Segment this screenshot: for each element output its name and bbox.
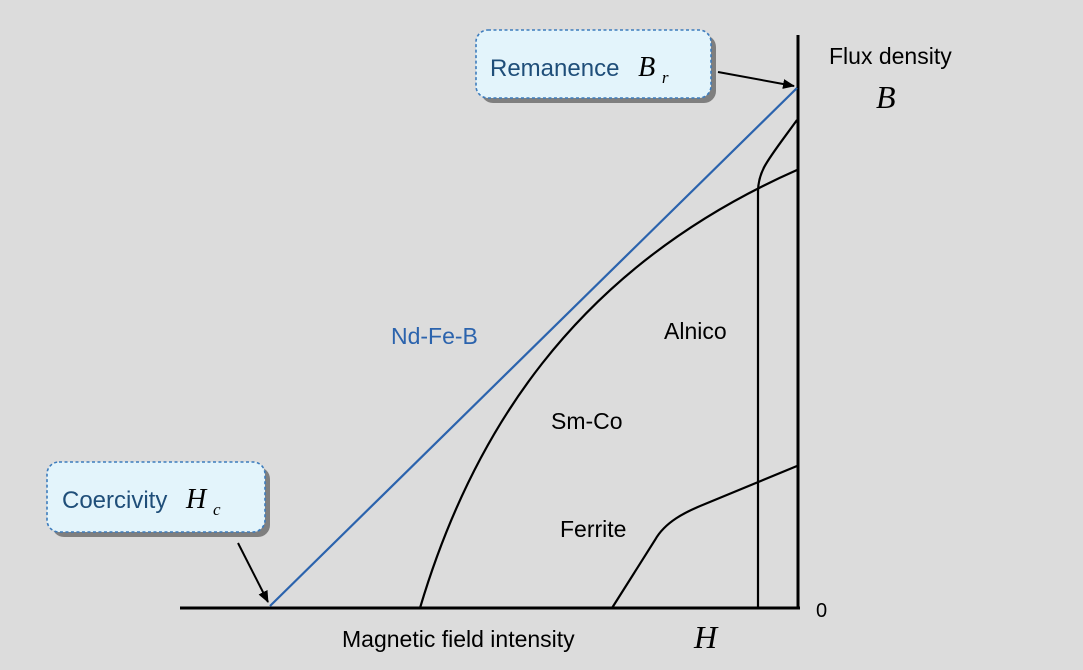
x-axis-symbol: H xyxy=(693,619,719,655)
smco-label: Sm-Co xyxy=(551,408,623,434)
origin-label: 0 xyxy=(816,600,827,622)
coercivity-callout-text: Coercivity H c xyxy=(62,484,221,519)
remanence-callout-box xyxy=(475,29,712,99)
coercivity-subscript: c xyxy=(213,500,221,519)
remanence-arrow xyxy=(717,71,795,89)
y-axis-symbol: B xyxy=(876,79,896,115)
remanence-symbol: B xyxy=(638,52,655,83)
ferrite-label: Ferrite xyxy=(560,516,626,542)
ndfeb-curve xyxy=(269,87,798,607)
coercivity-callout: Coercivity H c xyxy=(46,461,270,537)
ferrite-curve xyxy=(611,464,798,609)
y-axis-label: Flux density xyxy=(829,43,952,69)
coercivity-arrow xyxy=(237,542,269,603)
smco-curve xyxy=(418,168,798,609)
alnico-curve xyxy=(756,119,798,608)
alnico-label: Alnico xyxy=(664,318,727,344)
ndfeb-label: Nd-Fe-B xyxy=(391,323,478,349)
coercivity-text: Coercivity xyxy=(62,487,167,514)
remanence-text: Remanence xyxy=(490,55,619,82)
x-axis-label: Magnetic field intensity xyxy=(342,626,575,652)
remanence-callout: Remanence B r xyxy=(475,29,716,103)
coercivity-symbol: H xyxy=(185,484,208,515)
remanence-subscript: r xyxy=(662,68,669,87)
remanence-callout-text: Remanence B r xyxy=(490,52,669,87)
coercivity-callout-box xyxy=(46,461,266,533)
